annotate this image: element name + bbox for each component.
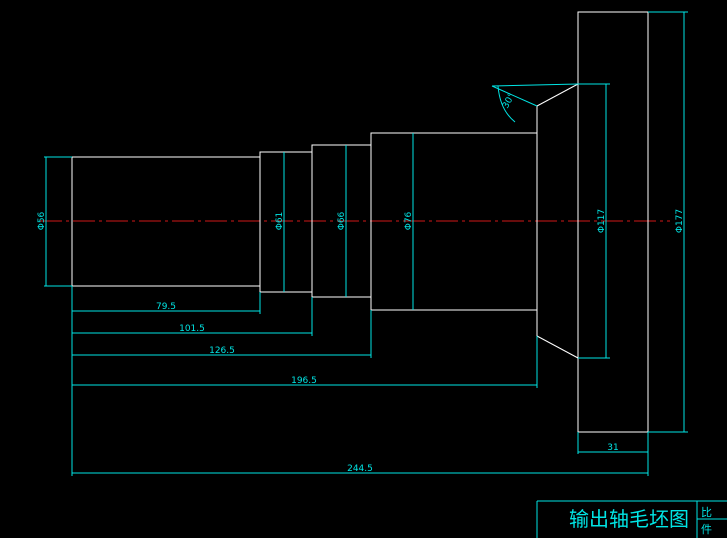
label-flange: 31 [607, 443, 618, 453]
label-l1: 79.5 [156, 302, 176, 312]
angle-dimension [491, 83, 579, 123]
title-cell-top: 比 [701, 506, 712, 519]
step-d76 [370, 132, 538, 311]
flange [577, 11, 649, 433]
angle-arc [497, 85, 516, 123]
label-d66: Φ66 [337, 211, 347, 230]
label-d56: Φ56 [37, 211, 47, 230]
label-l2: 101.5 [179, 324, 205, 334]
title-cell-bottom: 件 [701, 523, 712, 536]
diameter-dimensions [44, 11, 688, 433]
label-angle: 30° [501, 92, 517, 111]
chamfer-top [536, 83, 579, 107]
label-d76: Φ76 [404, 211, 414, 230]
length-dimensions [71, 286, 649, 476]
chamfer-bottom [536, 335, 579, 359]
step-d61 [259, 151, 313, 293]
label-d177: Φ177 [675, 209, 685, 233]
shaft-outline [71, 11, 649, 433]
label-d61: Φ61 [275, 212, 285, 231]
title-block: 输出轴毛坯图 比 件 [536, 500, 727, 538]
title-text: 输出轴毛坯图 [569, 507, 689, 531]
label-l4: 196.5 [291, 376, 317, 386]
label-d117: Φ117 [597, 209, 607, 233]
label-total: 244.5 [347, 464, 373, 474]
label-l3: 126.5 [209, 346, 235, 356]
